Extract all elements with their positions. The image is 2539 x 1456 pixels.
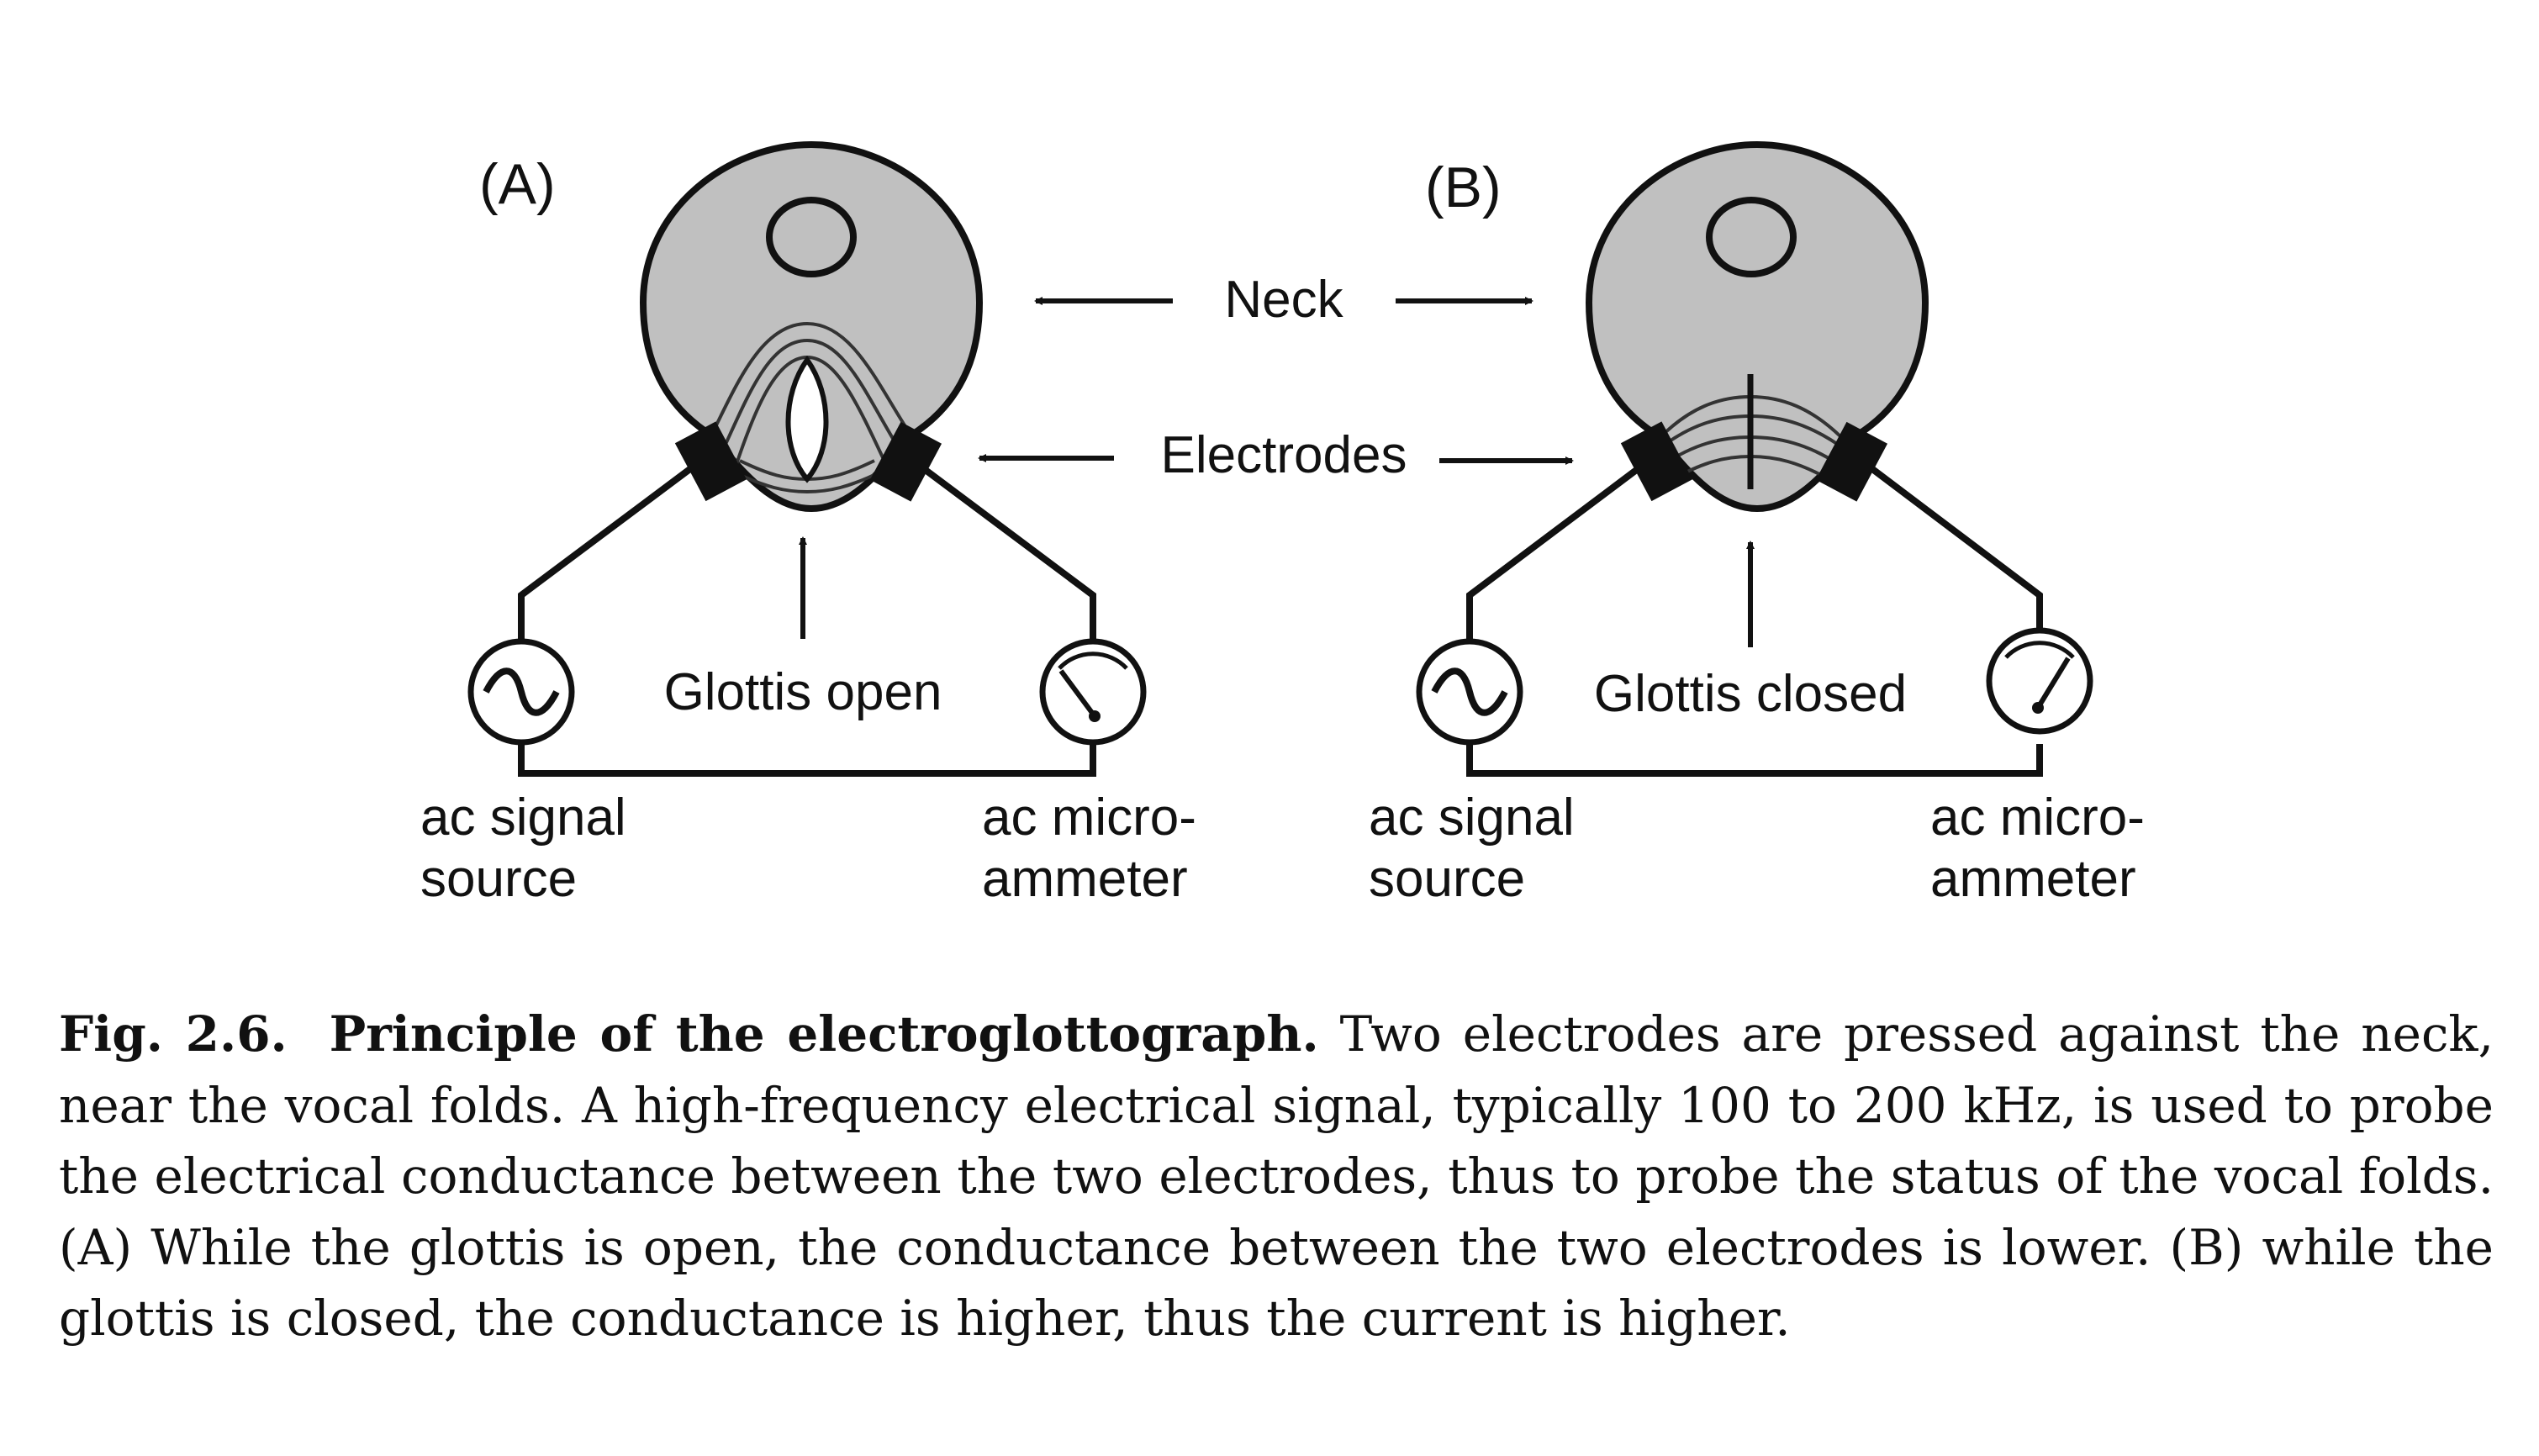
panel-b-circuit-wire [1466, 455, 2043, 777]
panel-a-ammeter [1039, 638, 1147, 746]
panel-a-spinal-canal [766, 197, 857, 277]
panel-b-electrode-left [1620, 421, 1693, 502]
panel-b-ammeter [1986, 627, 2093, 735]
ammeter-needle-icon [2035, 657, 2071, 710]
panel-a-source-label: ac signal source [420, 789, 641, 908]
panel-a-neck-cross-section [639, 140, 984, 513]
panel-a: (A) [420, 140, 1211, 908]
electroglottograph-diagram: (A) [420, 140, 2159, 908]
panel-b-ac-source [1416, 638, 1523, 746]
panel-b-neck-cross-section [1585, 140, 1929, 513]
panel-a-electrode-left [674, 421, 747, 502]
panel-a-ac-source [467, 638, 575, 746]
shared-labels: Neck Electrodes [978, 271, 1574, 484]
figure-title: Principle of the electroglottograph. [329, 1005, 1319, 1063]
panel-b-meter-label: ac micro- ammeter [1930, 789, 2159, 908]
panel-a-meter-label: ac micro- ammeter [982, 789, 1211, 908]
ammeter-symbol [1986, 627, 2093, 735]
ammeter-needle-icon [1058, 669, 1097, 718]
panel-b-source-label: ac signal source [1369, 789, 1589, 908]
panel-b-spinal-canal [1706, 197, 1797, 277]
panel-b-glottis-label: Glottis closed [1594, 665, 1907, 723]
caption-body: Two electrodes are pressed against the n… [59, 1005, 2494, 1347]
figure-caption: Fig. 2.6. Principle of the electroglotto… [59, 999, 2494, 1354]
panel-a-electrode-right [869, 421, 942, 502]
ammeter-scale-arc [1058, 652, 1128, 670]
figure-number: Fig. 2.6. [59, 1005, 288, 1063]
neck-label: Neck [1224, 271, 1343, 329]
panel-b-label: (B) [1425, 156, 1502, 219]
panel-a-glottis-label: Glottis open [664, 663, 942, 721]
ammeter-scale-arc [2004, 641, 2075, 659]
panel-a-circuit-wire [518, 455, 1096, 777]
panel-a-glottis-open [785, 355, 829, 483]
ammeter-symbol [1039, 638, 1147, 746]
panel-b: (B) Glottis closed ac signal sour [1369, 140, 2159, 908]
sine-wave-icon [1431, 667, 1508, 716]
panel-b-electrode-right [1815, 421, 1888, 502]
panel-a-label: (A) [479, 152, 556, 216]
sine-wave-icon [483, 667, 560, 716]
electrodes-label: Electrodes [1161, 426, 1407, 484]
